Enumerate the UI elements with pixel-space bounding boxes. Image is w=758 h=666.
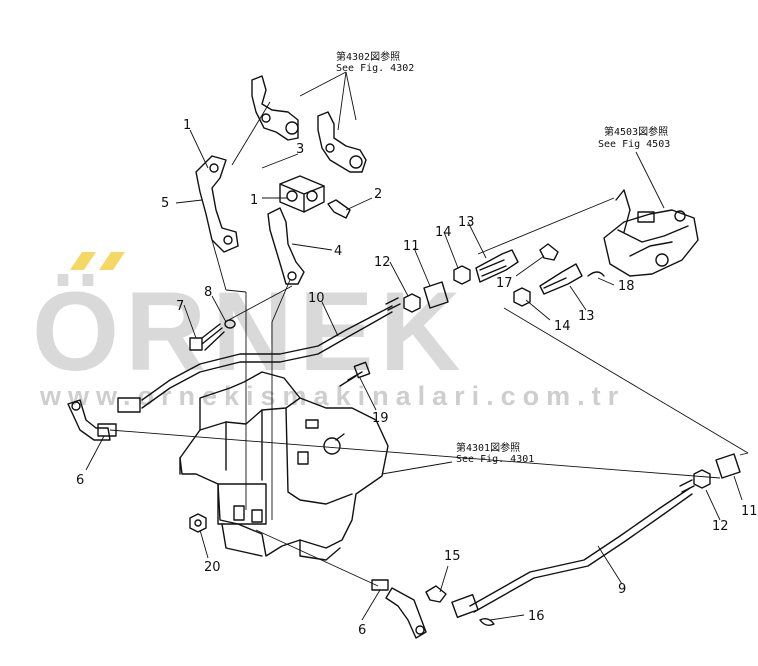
reference-note-4301: 第4301図参照 See Fig. 4301 (456, 441, 534, 465)
callout-11-upper: 11 (403, 239, 420, 254)
callout-16: 16 (528, 609, 545, 624)
watermark-brand: ÖRNEK (32, 269, 466, 394)
leader-lines (85, 71, 743, 621)
part-6-lever-upper (67, 399, 117, 441)
ref-4302-en: See Fig. 4302 (336, 63, 414, 74)
part-12-nut-lower (693, 469, 711, 489)
part-13-clevis-lower (539, 263, 583, 295)
part-15-pin (425, 585, 447, 603)
part-8-washer (224, 319, 236, 329)
callout-14-upper: 14 (435, 225, 452, 240)
part-18-cotter-pin (587, 271, 605, 277)
part-5-lever (195, 155, 239, 253)
callout-8: 8 (204, 285, 212, 300)
upper-lever-bracket-left (251, 75, 299, 141)
ref-4301-jp: 第4301図参照 (456, 441, 520, 454)
part-17-pin (539, 243, 559, 261)
callout-6-lower: 6 (358, 623, 366, 638)
part-14-nut-lower (513, 287, 531, 307)
ref-4301-en: See Fig. 4301 (456, 454, 534, 465)
part-3-bracket (279, 175, 325, 213)
ref-4302-jp: 第4302図参照 (336, 50, 400, 63)
callout-15: 15 (444, 549, 461, 564)
part-16-cotter-pin (479, 617, 495, 627)
part-4-lever (267, 207, 305, 285)
callouts: 1 3 1 2 5 4 7 8 10 12 11 14 13 17 18 14 … (76, 118, 758, 638)
part-11-sleeve-lower (715, 453, 741, 479)
part-12-nut-upper (403, 293, 421, 313)
callout-12-lower: 12 (712, 519, 729, 534)
callout-1-upper: 1 (183, 118, 191, 133)
upper-lever-bracket-right (317, 111, 367, 173)
callout-4: 4 (334, 244, 342, 259)
part-14-nut-upper (453, 265, 471, 285)
reference-note-4503: 第4503図参照 See Fig 4503 (598, 125, 670, 150)
callout-6-upper: 6 (76, 473, 84, 488)
watermark-accent-bars (70, 252, 125, 270)
part-19-bolt (339, 361, 371, 387)
watermark-url: www.ornekismakinalari.com.tr (39, 381, 625, 411)
callout-13-lower: 13 (578, 309, 595, 324)
part-10-rod (117, 297, 401, 413)
callout-1-lower: 1 (250, 193, 258, 208)
reference-lines (109, 101, 749, 587)
part-20-nut (189, 513, 207, 533)
ref-4503-jp: 第4503図参照 (604, 125, 668, 138)
callout-18: 18 (618, 279, 635, 294)
callout-5: 5 (161, 196, 169, 211)
part-13-clevis-upper (475, 249, 519, 283)
callout-7: 7 (176, 299, 184, 314)
callout-20: 20 (204, 560, 221, 575)
reference-note-4302: 第4302図参照 See Fig. 4302 (336, 50, 414, 74)
transmission-case (179, 371, 389, 561)
callout-10: 10 (308, 291, 325, 306)
callout-9: 9 (618, 582, 626, 597)
callout-12-upper: 12 (374, 255, 391, 270)
part-9-rod (451, 479, 695, 618)
part-11-sleeve-upper (423, 281, 449, 309)
part-6-lever-lower (371, 579, 427, 639)
control-housing-4503 (603, 189, 699, 277)
callout-17: 17 (496, 276, 513, 291)
callout-14-lower: 14 (554, 319, 571, 334)
part-2-pin (327, 199, 351, 219)
callout-19: 19 (372, 411, 389, 426)
watermark: ÖRNEK www.ornekismakinalari.com.tr (32, 252, 625, 411)
ref-4503-en: See Fig 4503 (598, 139, 670, 150)
callout-2: 2 (374, 187, 382, 202)
callout-3: 3 (296, 142, 304, 157)
callout-11-lower: 11 (741, 504, 758, 519)
callout-13-upper: 13 (458, 215, 475, 230)
